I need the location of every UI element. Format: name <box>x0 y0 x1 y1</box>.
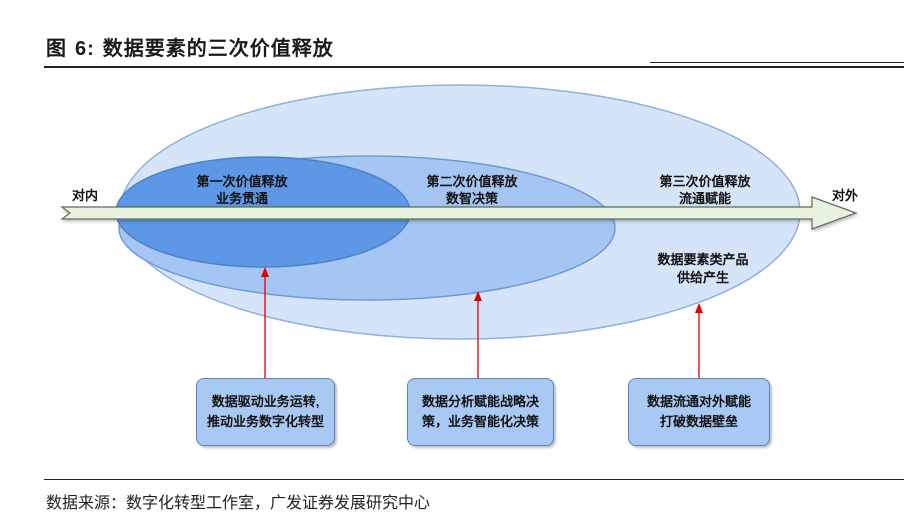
product-label-line1: 数据要素类产品 <box>657 252 748 267</box>
pointer-arrow-1 <box>261 267 269 378</box>
figure-number: 6: <box>74 38 95 60</box>
effect-box-2: 数据分析赋能战略决 策，业务智能化决策 <box>407 378 554 446</box>
effect-box-1: 数据驱动业务运转, 推动业务数字化转型 <box>196 378 335 446</box>
stage3-subtitle: 流通赋能 <box>679 191 731 206</box>
effect-box-3: 数据流通对外赋能 打破数据壁垒 <box>628 378 770 446</box>
title-rule-thin <box>650 62 904 63</box>
effect-box-3-line2: 打破数据壁垒 <box>659 414 738 429</box>
pointer-arrow-2 <box>474 291 482 378</box>
figure-title-text: 数据要素的三次价值释放 <box>102 36 334 60</box>
stage1-subtitle: 业务贯通 <box>216 191 268 206</box>
effect-box-2-line1: 数据分析赋能战略决 <box>421 394 539 409</box>
effect-box-3-line1: 数据流通对外赋能 <box>646 394 751 409</box>
pointer-arrow-3 <box>695 303 703 378</box>
source-rule <box>44 479 904 480</box>
effect-box-2-line2: 策，业务智能化决策 <box>421 414 539 429</box>
arrow-right-label: 对外 <box>832 188 859 203</box>
flow-arrow <box>60 196 858 230</box>
stage2-subtitle: 数智决策 <box>446 191 499 206</box>
effect-box-1-line1: 数据驱动业务运转, <box>211 394 320 409</box>
effect-box-1-line2: 推动业务数字化转型 <box>206 414 324 429</box>
figure-prefix: 图 <box>46 36 67 60</box>
stage1-title: 第一次价值释放 <box>196 174 288 189</box>
arrow-left-label: 对内 <box>72 188 99 203</box>
stage3-title: 第三次价值释放 <box>659 174 751 189</box>
stage2-title: 第二次价值释放 <box>426 174 518 189</box>
figure-title: 图 6: 数据要素的三次价值释放 <box>46 32 334 61</box>
title-rule <box>44 66 904 68</box>
product-label-line2: 供给产生 <box>676 270 729 285</box>
source-note: 数据来源：数字化转型工作室，广发证券发展研究中心 <box>46 493 431 512</box>
